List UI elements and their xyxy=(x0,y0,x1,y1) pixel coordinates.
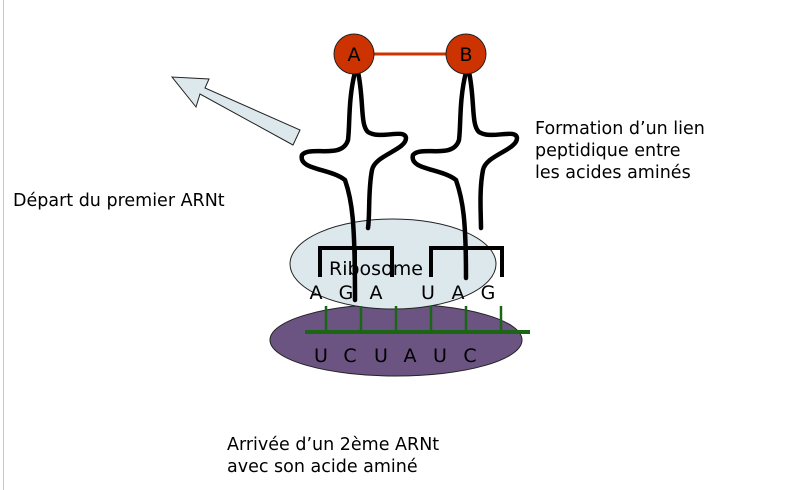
anticodon-base: A xyxy=(370,282,383,304)
amino-acid-a: A xyxy=(333,33,375,75)
trna-1 xyxy=(299,69,409,303)
departure-arrow-icon xyxy=(170,76,301,146)
amino-acid-b: B xyxy=(445,33,487,75)
slide-left-border xyxy=(3,0,4,490)
trna-2 xyxy=(410,69,520,281)
label-formation: Formation d’un lien peptidique entre les… xyxy=(535,119,705,183)
anticodon-base: G xyxy=(481,282,496,304)
anticodon-base: U xyxy=(421,282,435,304)
codon-base: U xyxy=(314,345,328,367)
codon-base: A xyxy=(404,345,417,367)
anticodon-base: A xyxy=(310,282,323,304)
ribosome-label: Ribosome xyxy=(329,258,423,280)
anticodon-bracket-2 xyxy=(429,246,504,277)
anticodon-base: A xyxy=(452,282,465,304)
codon-base: U xyxy=(374,345,388,367)
mrna-strand xyxy=(305,306,530,334)
label-depart: Départ du premier ARNt xyxy=(13,191,225,211)
anticodon-base: G xyxy=(339,282,354,304)
codon-base: U xyxy=(433,345,447,367)
codon-base: C xyxy=(343,345,356,367)
amino-acid-a-label: A xyxy=(348,44,361,66)
codon-base: C xyxy=(463,345,476,367)
amino-acid-b-label: B xyxy=(459,44,472,66)
label-arrivee: Arrivée d’un 2ème ARNt avec son acide am… xyxy=(227,435,440,477)
anticodon-bracket-1 xyxy=(318,246,394,277)
